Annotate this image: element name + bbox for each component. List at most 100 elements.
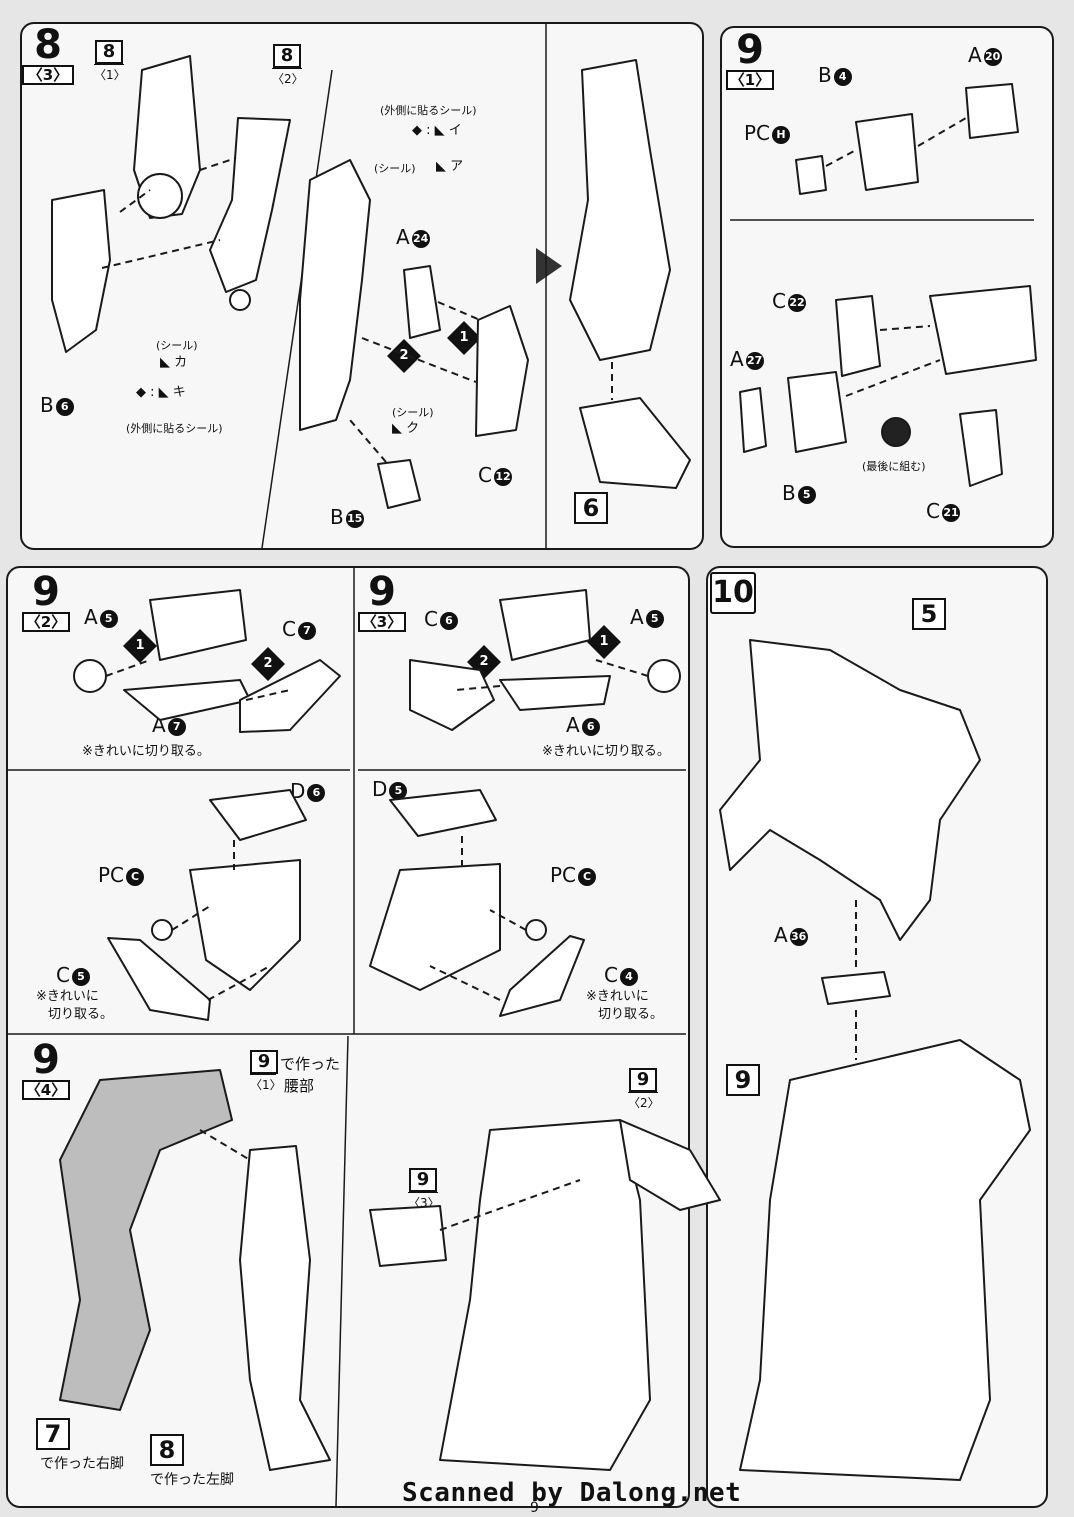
proceed-arrow-icon <box>536 248 562 284</box>
ref-9-1-waist: 9〈1〉 <box>250 1050 282 1095</box>
seal-a: ◣ ア <box>436 159 464 174</box>
skirt-frame-left <box>149 589 247 661</box>
right-leg-with-waist <box>59 1069 233 1411</box>
seal-outer-note-top: (外側に貼るシール) <box>380 104 477 117</box>
step-number: 10 <box>712 575 754 610</box>
ref-8-text: で作った左脚 <box>150 1472 234 1488</box>
step-number: 9 <box>368 569 396 615</box>
cut-note-b: 切り取る。 <box>598 1007 664 1022</box>
seal-ki: ◆ : ◣ キ <box>136 385 186 400</box>
step-substep: 〈1〉 <box>726 70 774 90</box>
step-number: 9 <box>32 569 60 615</box>
part-c4-shape <box>499 935 585 1017</box>
step-number: 8 <box>34 22 62 68</box>
seal-label-a: (シール) <box>374 162 416 175</box>
seal-outer-note-bottom: (外側に貼るシール) <box>126 422 223 435</box>
step-9-1-label: 9 〈1〉 <box>726 30 774 104</box>
ref-9: 9 <box>726 1064 760 1096</box>
ref-8-1: 8〈1〉 <box>94 40 126 85</box>
step-10-label: 10 <box>710 572 756 614</box>
part-d6-shape <box>209 789 307 841</box>
part-a20-shape <box>965 83 1019 139</box>
joint-a5-right-icon <box>647 659 681 693</box>
skirt-assembled-left <box>189 859 301 991</box>
skirt-frame-right <box>499 589 591 661</box>
joint-a5-icon <box>73 659 107 693</box>
step-8-3-label: 8 〈3〉 <box>22 25 74 101</box>
ref-9-3: 9〈3〉 <box>408 1168 440 1213</box>
ref-5: 5 <box>912 598 946 630</box>
step-number: 9 <box>736 27 764 73</box>
seal-label-ka: (シール) <box>156 339 198 352</box>
cut-note: ※きれいに切り取る。 <box>82 744 210 759</box>
upper-body-5 <box>719 639 981 941</box>
part-b5-shape <box>787 371 847 453</box>
seal-i: ◆ : ◣ イ <box>412 123 462 138</box>
ref-8-left-leg: 8 <box>150 1434 184 1466</box>
part-d5-shape <box>389 789 497 837</box>
ref-9-2: 9〈2〉 <box>628 1068 660 1113</box>
skirt-armor-left <box>239 659 341 733</box>
cut-note-a: ※きれいに <box>36 989 99 1004</box>
cut-note-a: ※きれいに <box>586 989 649 1004</box>
step-9-4-label: 9 〈4〉 <box>22 1040 70 1114</box>
part-a27-shape <box>739 387 767 453</box>
leg-assembled <box>569 59 671 361</box>
cut-note-b: 切り取る。 <box>48 1007 114 1022</box>
scan-credit: Scanned by Dalong.net <box>402 1478 742 1508</box>
ref-9-1-text-made: で作った <box>280 1055 341 1073</box>
ref-8-2: 8〈2〉 <box>272 44 304 89</box>
skirt-9-3 <box>369 1205 447 1267</box>
skirt-assembled-right <box>369 863 501 991</box>
ref-9-1-text-waist: 腰部 <box>284 1077 315 1095</box>
part-a36-shape <box>821 971 891 1005</box>
part-c12-shape <box>475 305 529 437</box>
foot-part-6 <box>579 397 691 489</box>
skirt-9-2 <box>619 1119 721 1211</box>
part-pch-shape <box>795 155 827 195</box>
part-b15-shape <box>377 459 421 509</box>
lower-body-9 <box>739 1039 1031 1481</box>
step-9-2-label: 9 〈2〉 <box>22 572 70 646</box>
waist-block <box>855 113 919 191</box>
part-a24-shape <box>403 265 441 339</box>
final-part-icon <box>881 417 911 447</box>
cut-note: ※きれいに切り取る。 <box>542 744 670 759</box>
leg-assembly <box>299 159 371 431</box>
page-number: 9 <box>530 1500 539 1516</box>
result-ref-6: 6 <box>574 492 608 524</box>
part-c21-shape <box>959 409 1003 487</box>
seal-label-ku: (シール) <box>392 406 434 419</box>
step-substep: 〈2〉 <box>22 612 70 632</box>
seal-ku: ◣ ク <box>392 421 420 436</box>
leg-cover-part <box>51 189 111 353</box>
step-substep: 〈3〉 <box>358 612 406 632</box>
ref-7-text: で作った右脚 <box>40 1456 124 1472</box>
skirt-armor-right <box>409 659 495 731</box>
assemble-last-note: (最後に組む) <box>862 460 926 473</box>
step-substep: 〈4〉 <box>22 1080 70 1100</box>
part-c22-shape <box>835 295 881 377</box>
